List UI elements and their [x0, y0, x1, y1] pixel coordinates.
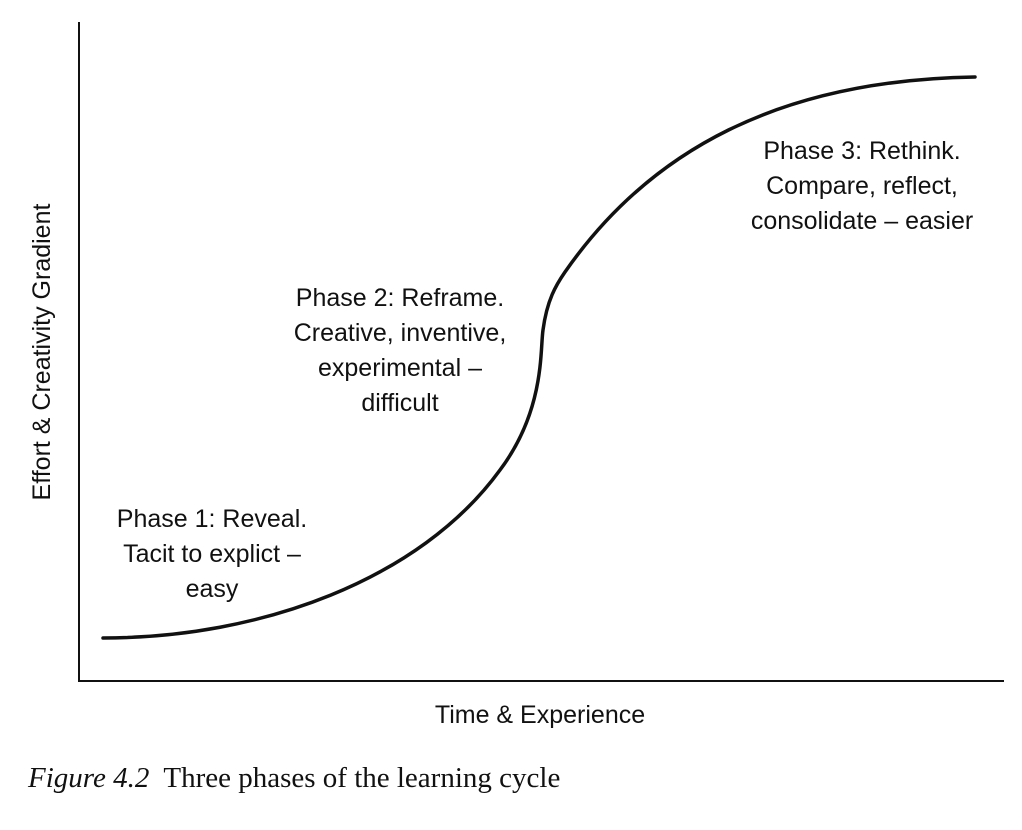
phase-3-line-3: consolidate – easier — [750, 207, 974, 235]
caption-text: Three phases of the learning cycle — [163, 762, 561, 794]
phase-2-line-4: difficult — [361, 389, 439, 417]
phase-3-line-2: Compare, reflect, — [766, 172, 958, 200]
phase-3-line-1: Phase 3: Rethink. — [763, 137, 961, 165]
x-axis-label: Time & Experience — [434, 701, 646, 729]
phase-2-label: Phase 2: Reframe. Creative, inventive, e… — [250, 281, 550, 421]
s-curve — [101, 75, 977, 640]
figure-caption: Figure 4.2 Three phases of the learning c… — [28, 760, 560, 796]
y-axis-label: Effort & Creativity Gradient — [28, 203, 56, 501]
phase-1-line-3: easy — [185, 575, 239, 603]
figure-number: Figure 4.2 — [28, 762, 150, 794]
phase-1-line-2: Tacit to explict – — [123, 540, 301, 568]
phase-1-line-1: Phase 1: Reveal. — [116, 505, 308, 533]
phase-3-label: Phase 3: Rethink. Compare, reflect, cons… — [712, 134, 1012, 239]
phase-2-line-2: Creative, inventive, — [293, 319, 507, 347]
phase-1-label: Phase 1: Reveal. Tacit to explict – easy — [62, 502, 362, 607]
phase-2-line-1: Phase 2: Reframe. — [295, 284, 505, 312]
phase-2-line-3: experimental – — [318, 354, 482, 382]
